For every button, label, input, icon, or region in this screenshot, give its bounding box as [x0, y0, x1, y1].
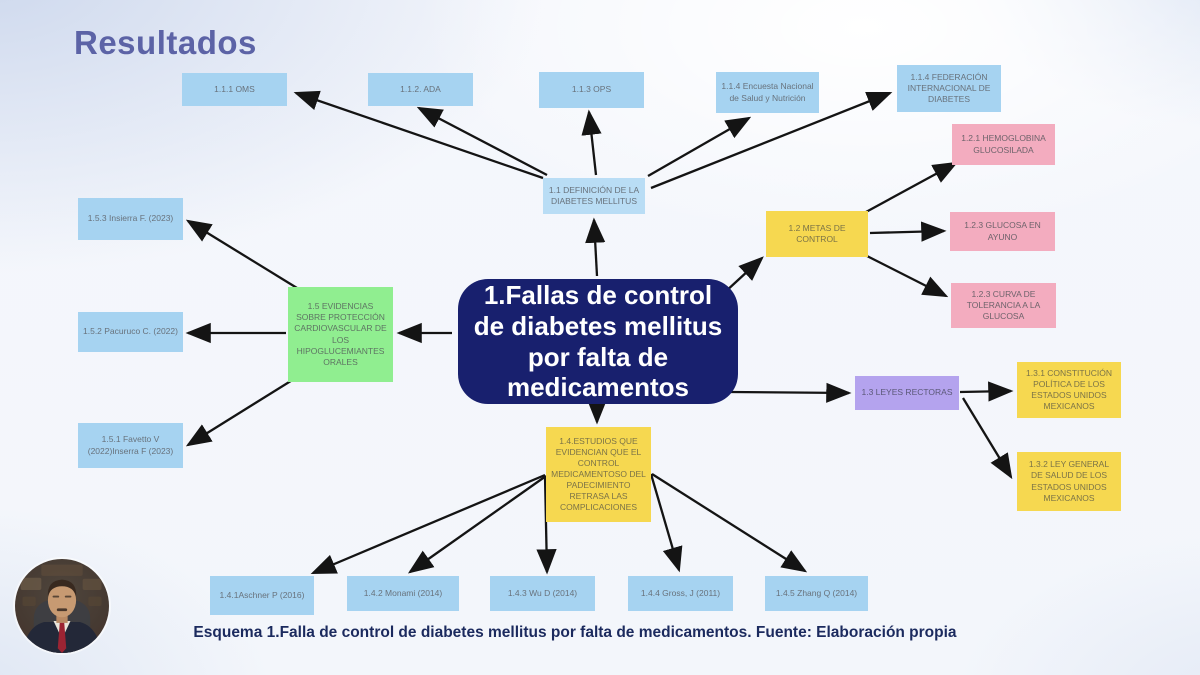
node-1-5-evidencias: 1.5 EVIDENCIAS SOBRE PROTECCIÓN CARDIOVA…: [288, 287, 393, 382]
node-label: 1.1.4 FEDERACIÓN INTERNACIONAL DE DIABET…: [907, 71, 991, 105]
node-label: 1.1.1 OMS: [214, 83, 255, 94]
node-1-1-1-oms: 1.1.1 OMS: [182, 73, 287, 106]
node-label: 1.5.2 Pacuruco C. (2022): [83, 326, 178, 337]
node-label: 1.4.2 Monami (2014): [363, 587, 443, 598]
node-label: 1.1.3 OPS: [571, 84, 612, 95]
node-1-4-5-zhang: 1.4.5 Zhang Q (2014): [765, 576, 868, 611]
node-1-1-4-encuesta: 1.1.4 Encuesta Nacional de Salud y Nutri…: [716, 72, 819, 113]
node-label: 1.4.3 Wu D (2014): [507, 587, 578, 598]
node-label: 1.4.ESTUDIOS QUE EVIDENCIAN QUE EL CONTR…: [551, 435, 646, 513]
node-1-4-1-aschner: 1.4.1Aschner P (2016): [210, 576, 314, 615]
node-label: 1.2.3 CURVA DE TOLERANCIA A LA GLUCOSA: [966, 288, 1041, 322]
node-label: 1.4.4 Gross, J (2011): [640, 587, 721, 598]
node-1-3-leyes: 1.3 LEYES RECTORAS: [855, 376, 959, 410]
node-label: 1.3 LEYES RECTORAS: [861, 387, 953, 398]
node-label: 1.3.1 CONSTITUCIÓN POLÍTICA DE LOS ESTAD…: [1026, 367, 1112, 412]
node-label: 1.5.1 Favetto V (2022)Inserra F (2023): [87, 434, 174, 456]
node-label: 1.4.1Aschner P (2016): [219, 589, 305, 600]
node-1-4-2-monami: 1.4.2 Monami (2014): [347, 576, 459, 611]
central-node: 1.Fallas de control de diabetes mellitus…: [458, 279, 738, 404]
figure-caption: Esquema 1.Falla de control de diabetes m…: [193, 624, 957, 641]
node-label: 1.2 METAS DE CONTROL: [788, 222, 846, 244]
node-label: 1.4.5 Zhang Q (2014): [775, 587, 858, 598]
node-label: 1.2.1 HEMOGLOBINA GLUCOSILADA: [961, 133, 1046, 155]
node-label: 1.2.3 GLUCOSA EN AYUNO: [964, 220, 1041, 242]
node-label: 1.1 DEFINICIÓN DE LA DIABETES MELLITUS: [548, 184, 640, 206]
node-1-3-1-constitucion: 1.3.1 CONSTITUCIÓN POLÍTICA DE LOS ESTAD…: [1017, 362, 1121, 418]
node-1-2-3-curva: 1.2.3 CURVA DE TOLERANCIA A LA GLUCOSA: [951, 283, 1056, 328]
node-1-4-estudios: 1.4.ESTUDIOS QUE EVIDENCIAN QUE EL CONTR…: [546, 427, 651, 522]
page-title: Resultados: [74, 24, 257, 61]
central-node-label: 1.Fallas de control de diabetes mellitus…: [473, 280, 723, 403]
node-1-1-3-ops: 1.1.3 OPS: [539, 72, 644, 108]
node-1-1-4-federacion: 1.1.4 FEDERACIÓN INTERNACIONAL DE DIABET…: [897, 65, 1001, 112]
node-1-5-2-pacuruco: 1.5.2 Pacuruco C. (2022): [78, 312, 183, 352]
node-1-5-3-insierra: 1.5.3 Insierra F. (2023): [78, 198, 183, 240]
node-1-4-3-wu: 1.4.3 Wu D (2014): [490, 576, 595, 611]
node-label: 1.1.2. ADA: [400, 83, 441, 94]
node-1-2-metas: 1.2 METAS DE CONTROL: [766, 211, 868, 257]
node-1-2-3-glucosa: 1.2.3 GLUCOSA EN AYUNO: [950, 212, 1055, 251]
presenter-avatar-icon: [15, 559, 109, 653]
node-1-1-2-ada: 1.1.2. ADA: [368, 73, 473, 106]
webcam-overlay: [15, 559, 109, 653]
node-1-2-1-hemoglobina: 1.2.1 HEMOGLOBINA GLUCOSILADA: [952, 124, 1055, 165]
node-1-5-1-favetto: 1.5.1 Favetto V (2022)Inserra F (2023): [78, 423, 183, 468]
node-1-1-definicion: 1.1 DEFINICIÓN DE LA DIABETES MELLITUS: [543, 178, 645, 214]
node-label: 1.3.2 LEY GENERAL DE SALUD DE LOS ESTADO…: [1028, 459, 1110, 503]
node-label: 1.5 EVIDENCIAS SOBRE PROTECCIÓN CARDIOVA…: [294, 301, 387, 367]
node-label: 1.1.4 Encuesta Nacional de Salud y Nutri…: [721, 81, 814, 103]
node-1-3-2-ley-general: 1.3.2 LEY GENERAL DE SALUD DE LOS ESTADO…: [1017, 452, 1121, 511]
node-1-4-4-gross: 1.4.4 Gross, J (2011): [628, 576, 733, 611]
node-label: 1.5.3 Insierra F. (2023): [87, 213, 174, 224]
